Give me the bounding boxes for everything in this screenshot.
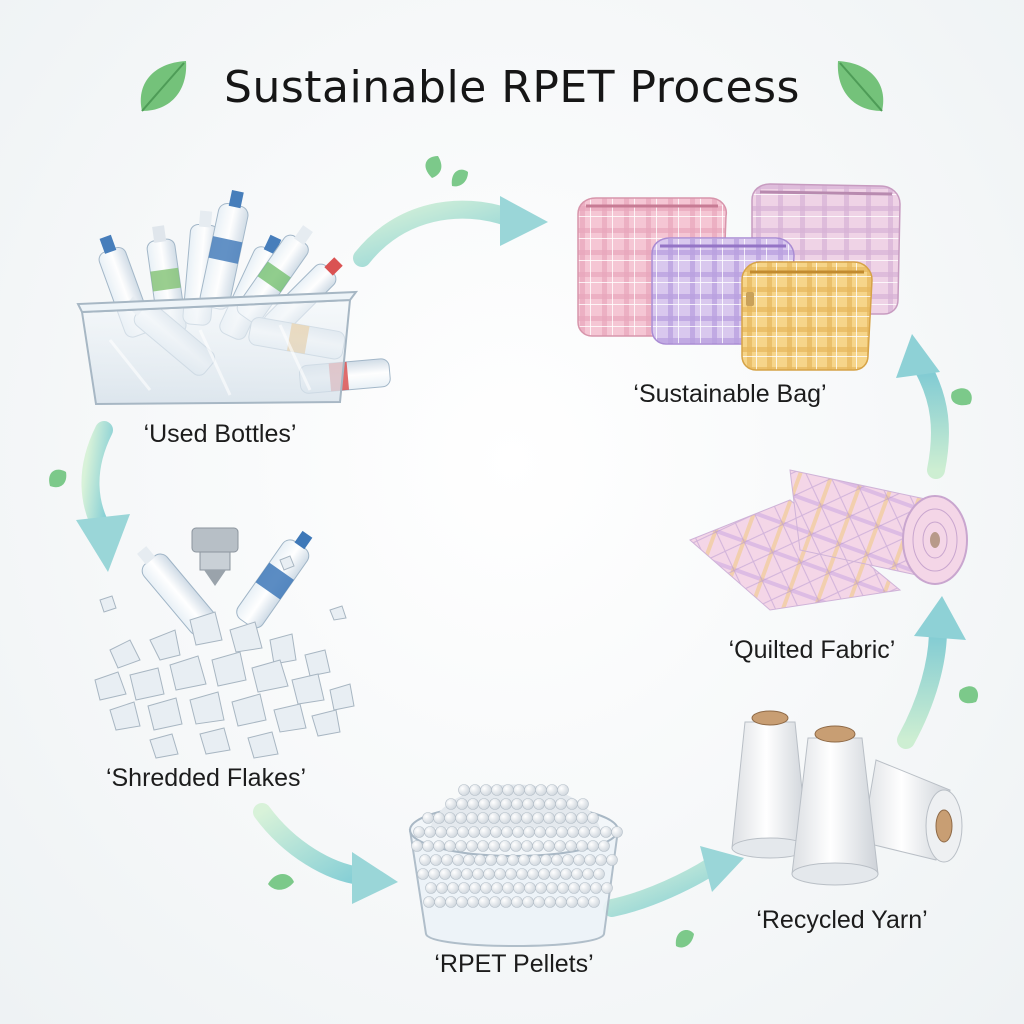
leaf-icon: [837, 61, 884, 112]
header: Sustainable RPET Process: [0, 52, 1024, 122]
page-title: Sustainable RPET Process: [224, 61, 800, 113]
arrow-pellets-to-yarn: [603, 846, 744, 948]
arrow-bottles-to-flakes: [49, 421, 130, 572]
yarn-spools-icon: [731, 710, 963, 886]
step-label-quilted-fabric: ‘Quilted Fabric’: [728, 636, 896, 664]
fabric-roll-icon: [689, 469, 968, 611]
arrow-bottles-to-bag: [353, 156, 548, 267]
arrow-yarn-to-fabric: [897, 596, 979, 749]
bottle-bin-icon: [76, 190, 391, 406]
step-label-shredded-flakes: ‘Shredded Flakes’: [105, 764, 307, 792]
step-label-rpet-pellets: ‘RPET Pellets’: [434, 950, 594, 978]
step-label-used-bottles: ‘Used Bottles’: [143, 420, 297, 448]
step-label-recycled-yarn: ‘Recycled Yarn’: [756, 906, 928, 934]
arrow-flakes-to-pellets: [253, 803, 398, 904]
step-label-sustainable-bag: ‘Sustainable Bag’: [633, 380, 827, 408]
shredder-flakes-icon: [94, 527, 355, 759]
pellet-bowl-icon: [408, 784, 623, 947]
arrow-fabric-to-bag: [896, 334, 972, 479]
leaf-icon: [140, 61, 187, 112]
pouch-bags-icon: [577, 183, 901, 371]
